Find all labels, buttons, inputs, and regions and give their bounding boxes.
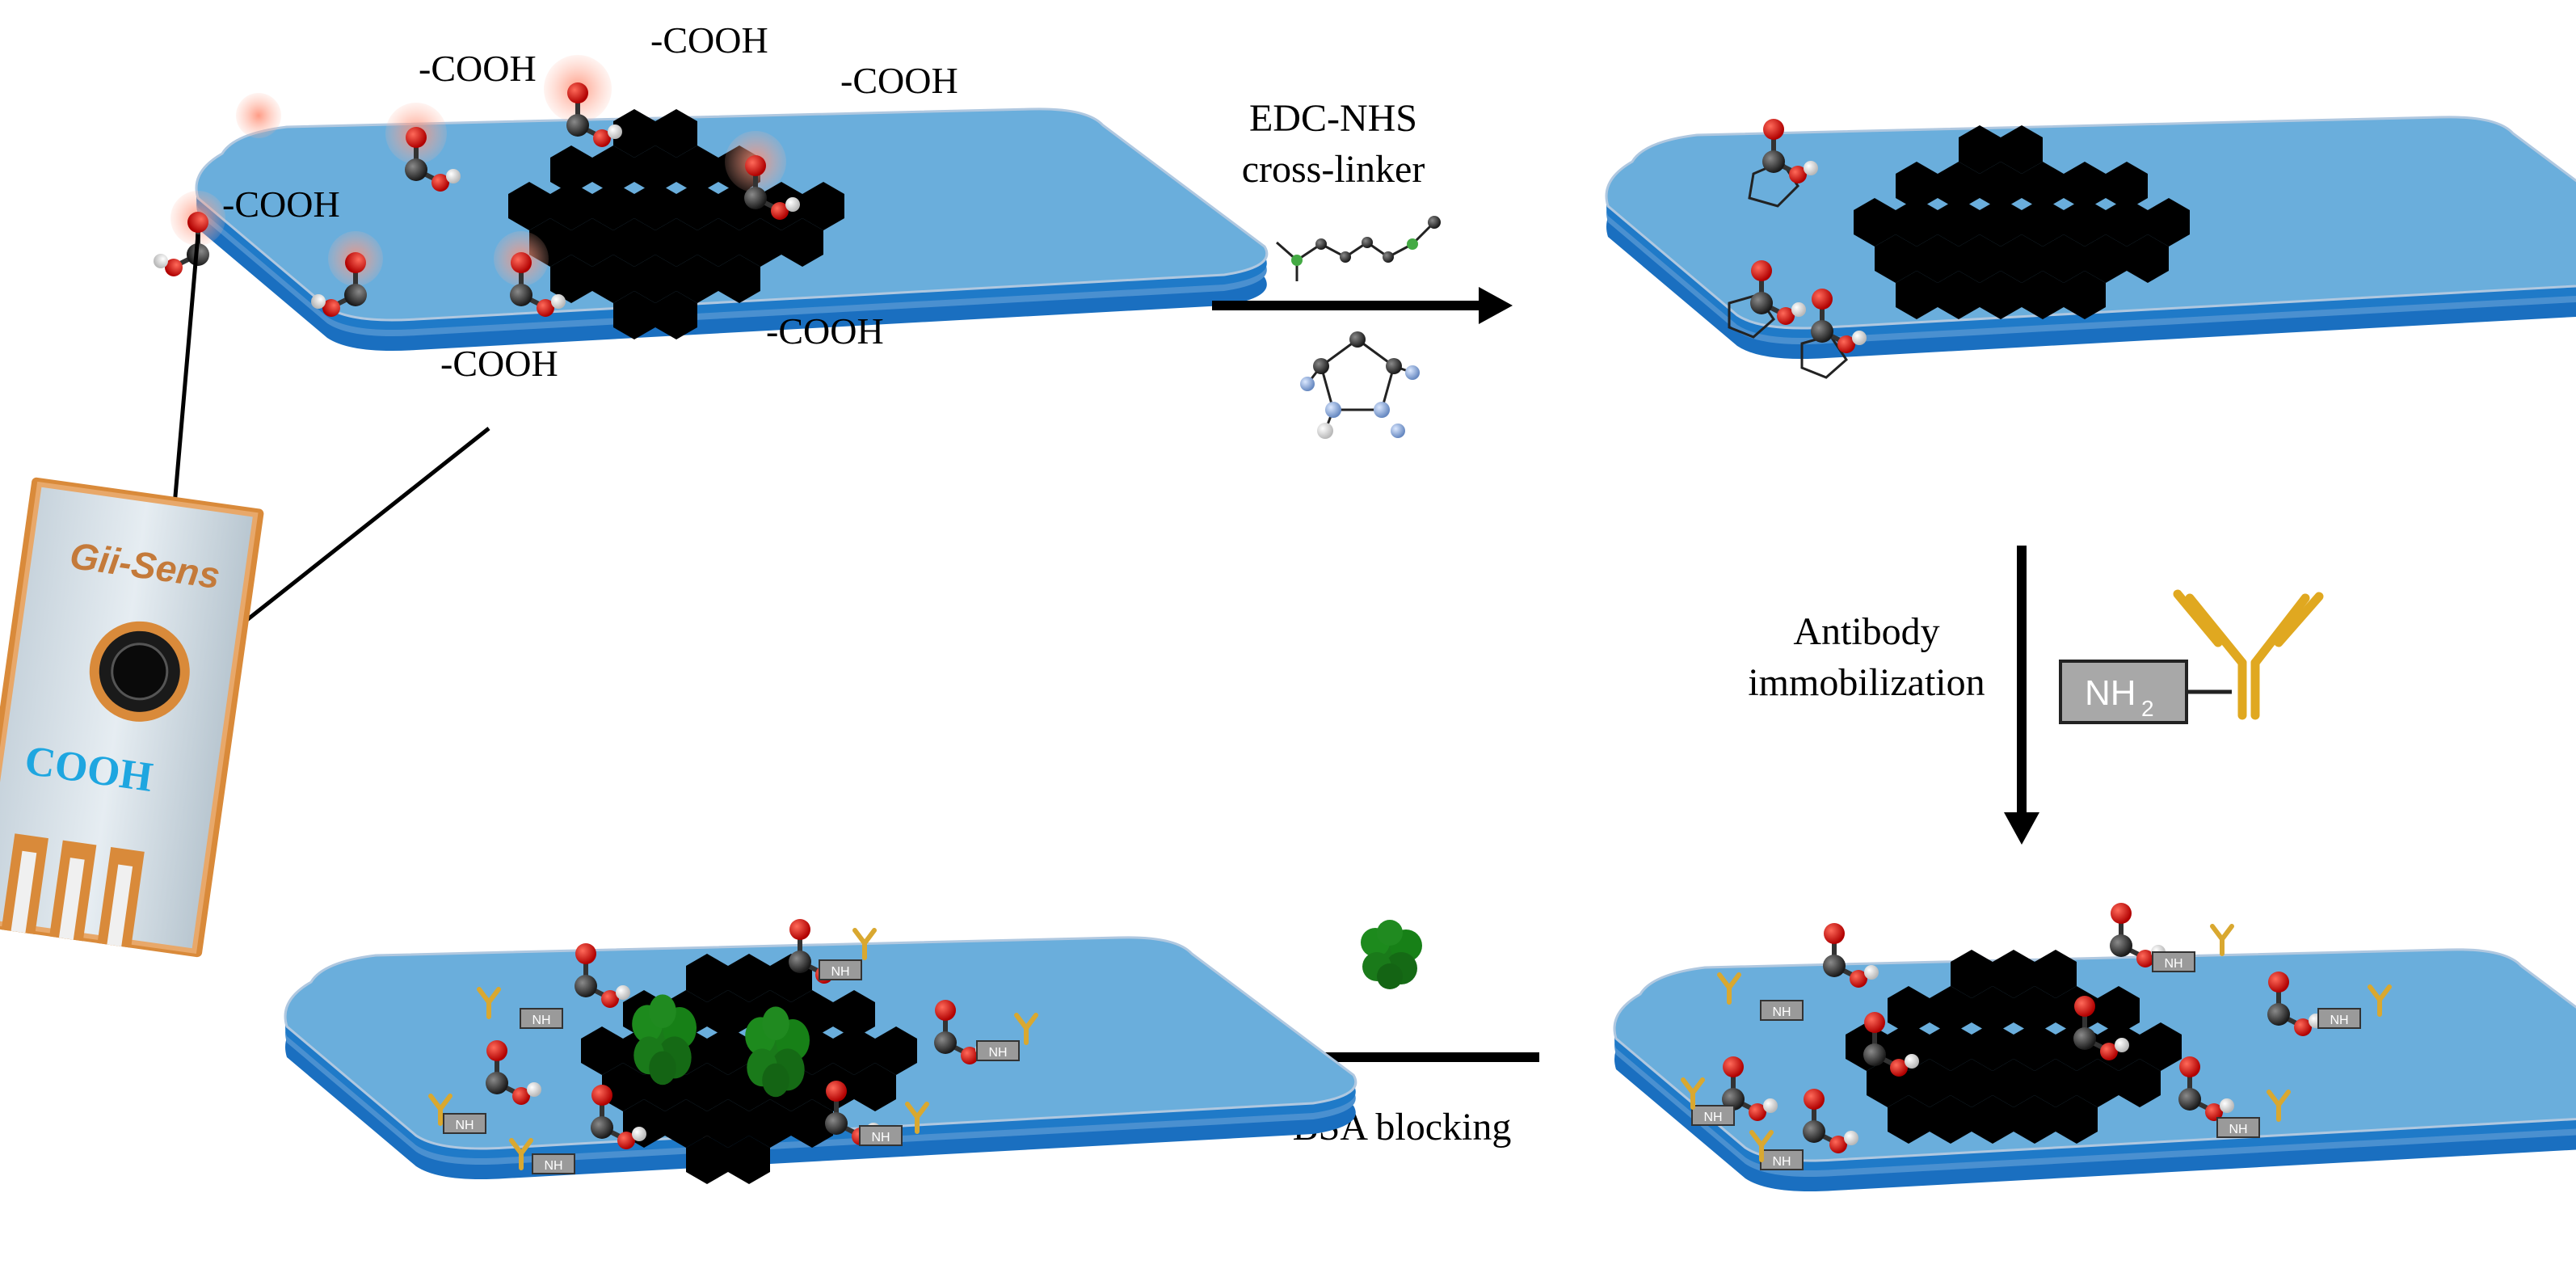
antibody-icon xyxy=(2173,589,2324,720)
edc-molecule xyxy=(1276,216,1441,281)
cooh-label-1: -COOH xyxy=(419,48,537,89)
cooh-label-6: -COOH xyxy=(766,310,884,352)
panel-cooh-surface xyxy=(154,55,1269,352)
cooh-label-4: -COOH xyxy=(222,183,340,225)
step2-arrow xyxy=(2004,546,2039,845)
step2-label-line2: immobilization xyxy=(1748,661,1985,704)
cooh-label-2: -COOH xyxy=(650,19,768,61)
step2-label-line1: Antibody xyxy=(1793,610,1939,653)
step1-arrow xyxy=(1212,287,1513,324)
amine-antibody-legend: NH 2 xyxy=(2059,589,2324,724)
cooh-label-3: -COOH xyxy=(840,60,958,101)
step1-label-line1: EDC-NHS xyxy=(1249,97,1417,140)
sensor-strip: Gii-Sens COOH xyxy=(0,477,264,958)
nhs-molecule xyxy=(1300,331,1420,439)
panel-antibody-surface xyxy=(1613,903,2576,1193)
panel-activated-surface xyxy=(1605,116,2576,379)
cooh-label-5: -COOH xyxy=(440,343,558,384)
panel-blocked-surface xyxy=(284,919,1357,1186)
bsa-icon xyxy=(1361,920,1422,989)
step1-label-line2: cross-linker xyxy=(1242,148,1425,191)
amine-tag-text: NH xyxy=(2085,673,2136,713)
amine-tag-subscript: 2 xyxy=(2141,696,2154,721)
